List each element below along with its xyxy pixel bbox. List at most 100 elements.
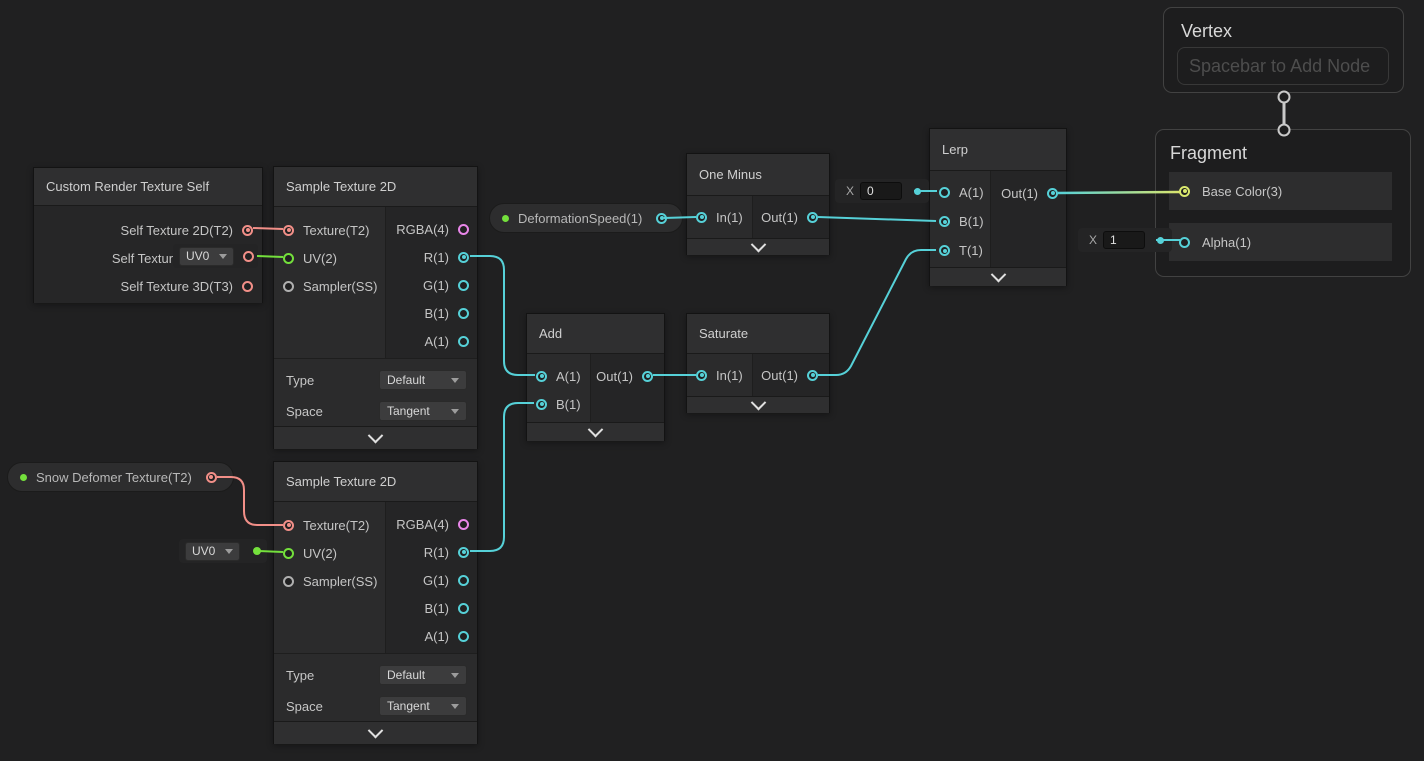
x-label: X <box>846 184 855 198</box>
node-custom-render-texture-self[interactable]: Custom Render Texture Self Self Texture … <box>33 167 263 303</box>
port-label: B(1) <box>424 600 449 616</box>
port-a-in[interactable] <box>536 370 547 382</box>
port-b-out[interactable] <box>458 602 469 614</box>
type-dropdown[interactable]: Default <box>379 370 467 390</box>
value-field[interactable]: 0 <box>860 182 903 200</box>
uv-channel-widget-a[interactable]: UV0 <box>173 244 258 268</box>
edge-r-b-to-add-b <box>470 402 534 552</box>
port-label: A(1) <box>959 185 984 200</box>
node-title: Sample Texture 2D <box>274 167 477 207</box>
value-connector-dot <box>1157 236 1165 244</box>
node-one-minus[interactable]: One Minus In(1) Out(1) <box>686 153 830 255</box>
exposed-dot-icon <box>502 214 509 222</box>
port-property-out[interactable] <box>656 212 668 224</box>
alpha-slot[interactable]: Alpha(1) <box>1169 223 1392 261</box>
vertex-context-block[interactable]: Vertex Spacebar to Add Node <box>1163 7 1404 93</box>
collapse-button[interactable] <box>274 721 477 744</box>
port-base-color[interactable] <box>1179 185 1190 197</box>
edge-saturate-to-lerp-t <box>818 249 936 376</box>
node-lerp[interactable]: Lerp A(1) B(1) T(1) Out(1) <box>929 128 1067 286</box>
node-sample-texture-2d-a[interactable]: Sample Texture 2D Texture(T2) UV(2) Samp… <box>273 166 478 449</box>
port-label: Sampler(SS) <box>303 278 378 294</box>
port-in[interactable] <box>696 211 707 223</box>
port-rgba-out[interactable] <box>458 223 469 235</box>
port-uv-in[interactable] <box>283 547 294 559</box>
collapse-button[interactable] <box>687 236 829 255</box>
collapse-button[interactable] <box>274 426 477 449</box>
port-label: RGBA(4) <box>396 516 449 532</box>
port-label: Out(1) <box>761 367 798 383</box>
port-label: A(1) <box>424 333 449 349</box>
port-a-in[interactable] <box>939 187 950 198</box>
uv-dropdown[interactable]: UV0 <box>179 246 234 266</box>
option-label: Type <box>286 372 315 388</box>
port-sampler-in[interactable] <box>283 280 294 292</box>
chevron-down-icon <box>587 421 604 437</box>
port-out[interactable] <box>807 211 818 223</box>
port-alpha[interactable] <box>1179 236 1190 248</box>
port-g-out[interactable] <box>458 574 469 586</box>
port-r-out[interactable] <box>458 546 469 558</box>
port-t-in[interactable] <box>939 245 950 256</box>
chevron-down-icon <box>990 266 1006 282</box>
node-title: Add <box>527 314 664 354</box>
port-property-out[interactable] <box>205 471 217 483</box>
dropdown-value: Tangent <box>387 699 430 713</box>
exposed-dot-icon <box>20 473 27 481</box>
port-b-in[interactable] <box>536 398 547 410</box>
port-texture-in[interactable] <box>283 224 294 236</box>
collapse-button[interactable] <box>930 266 1066 286</box>
uv-channel-widget-b[interactable]: UV0 <box>179 539 267 563</box>
value-field[interactable]: 1 <box>1103 231 1146 249</box>
base-color-slot[interactable]: Base Color(3) <box>1169 172 1392 210</box>
port-b-in[interactable] <box>939 216 950 227</box>
property-deformation-speed[interactable]: DeformationSpeed(1) <box>489 203 683 233</box>
node-title: Sample Texture 2D <box>274 462 477 502</box>
property-snow-deformer-texture[interactable]: Snow Defomer Texture(T2) <box>7 462 234 492</box>
port-label: Texture(T2) <box>303 517 370 533</box>
port-label: Self Texture 2D(T2) <box>120 222 233 238</box>
space-dropdown[interactable]: Tangent <box>379 696 467 716</box>
uv-dropdown[interactable]: UV0 <box>185 541 240 561</box>
node-add[interactable]: Add A(1) B(1) Out(1) <box>526 313 665 441</box>
fragment-context-block[interactable]: Fragment Base Color(3) Alpha(1) <box>1155 129 1411 277</box>
alpha-default-widget[interactable]: X 1 <box>1078 228 1173 252</box>
port-label: Out(1) <box>761 209 798 225</box>
port-out[interactable] <box>642 370 653 382</box>
port-uv-in[interactable] <box>283 252 294 264</box>
port-self-texture-2d[interactable] <box>242 224 253 236</box>
dropdown-value: Default <box>387 373 426 387</box>
lerp-a-default-widget[interactable]: X 0 <box>835 179 930 203</box>
port-rgba-out[interactable] <box>458 518 469 530</box>
port-sampler-in[interactable] <box>283 575 294 587</box>
port-g-out[interactable] <box>458 279 469 291</box>
port-b-out[interactable] <box>458 307 469 319</box>
collapse-button[interactable] <box>527 421 664 441</box>
port-label: Out(1) <box>596 368 633 384</box>
port-self-texture-cube-peek[interactable] <box>243 250 254 262</box>
port-self-texture-3d[interactable] <box>242 280 253 292</box>
port-label: A(1) <box>424 628 449 644</box>
triangle-down-icon <box>451 672 459 678</box>
option-label: Space <box>286 698 323 714</box>
port-texture-in[interactable] <box>283 519 294 531</box>
port-a-out[interactable] <box>458 335 469 347</box>
collapse-button[interactable] <box>687 394 829 413</box>
type-dropdown[interactable]: Default <box>379 665 467 685</box>
node-saturate[interactable]: Saturate In(1) Out(1) <box>686 313 830 413</box>
port-in[interactable] <box>696 369 707 381</box>
port-a-out[interactable] <box>458 630 469 642</box>
space-dropdown[interactable]: Tangent <box>379 401 467 421</box>
node-sample-texture-2d-b[interactable]: Sample Texture 2D Texture(T2) UV(2) Samp… <box>273 461 478 744</box>
port-r-out[interactable] <box>458 251 469 263</box>
port-out[interactable] <box>807 369 818 381</box>
port-label: B(1) <box>959 214 984 229</box>
triangle-down-icon <box>225 548 233 554</box>
chevron-down-icon <box>367 427 384 443</box>
port-out[interactable] <box>1047 187 1058 199</box>
add-node-placeholder[interactable]: Spacebar to Add Node <box>1177 47 1389 85</box>
edge-oneminus-to-lerp-b <box>817 216 937 222</box>
port-label: Self Texture 3D(T3) <box>120 278 233 294</box>
triangle-down-icon <box>219 253 227 259</box>
